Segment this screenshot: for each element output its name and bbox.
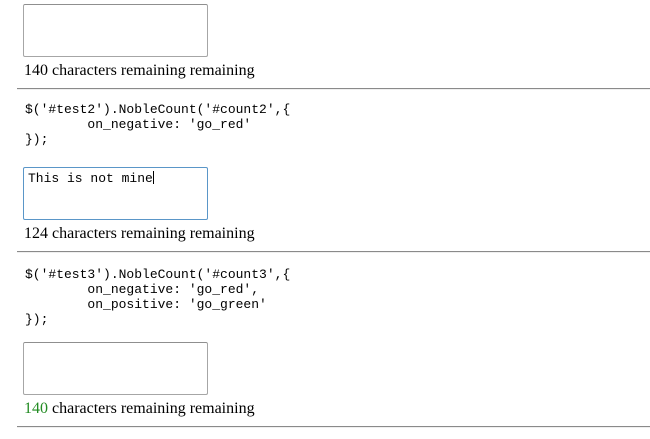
count-label-test2: characters remaining remaining [48,225,255,242]
text-caret [152,171,154,184]
code-snippet-test3: $('#test3').NobleCount('#count3',{ on_ne… [25,267,291,327]
section-test3: $('#test3').NobleCount('#count3',{ on_ne… [0,267,650,418]
textarea-test1[interactable] [23,4,208,57]
char-counter-test3: 140 characters remaining remaining [24,399,650,418]
textarea-test2-value: This is not mine [28,171,153,186]
count-label-test3: characters remaining remaining [48,400,255,417]
count-label-test1: characters remaining remaining [48,62,255,79]
textarea-test2[interactable]: This is not mine [23,167,208,220]
textarea-test3[interactable] [23,342,208,395]
section-divider [17,88,650,90]
section-test2: $('#test2').NobleCount('#count2',{ on_ne… [0,102,650,243]
char-counter-test2: 124 characters remaining remaining [24,224,650,243]
count-number-test2: 124 [24,225,48,242]
code-snippet-test2: $('#test2').NobleCount('#count2',{ on_ne… [25,102,291,147]
char-counter-test1: 140 characters remaining remaining [24,61,650,80]
section-divider [17,251,650,253]
page-bottom-divider [17,426,650,428]
section-test1: 140 characters remaining remaining [0,4,650,80]
count-number-test1: 140 [24,62,48,79]
count-number-test3-green: 140 [24,400,48,417]
